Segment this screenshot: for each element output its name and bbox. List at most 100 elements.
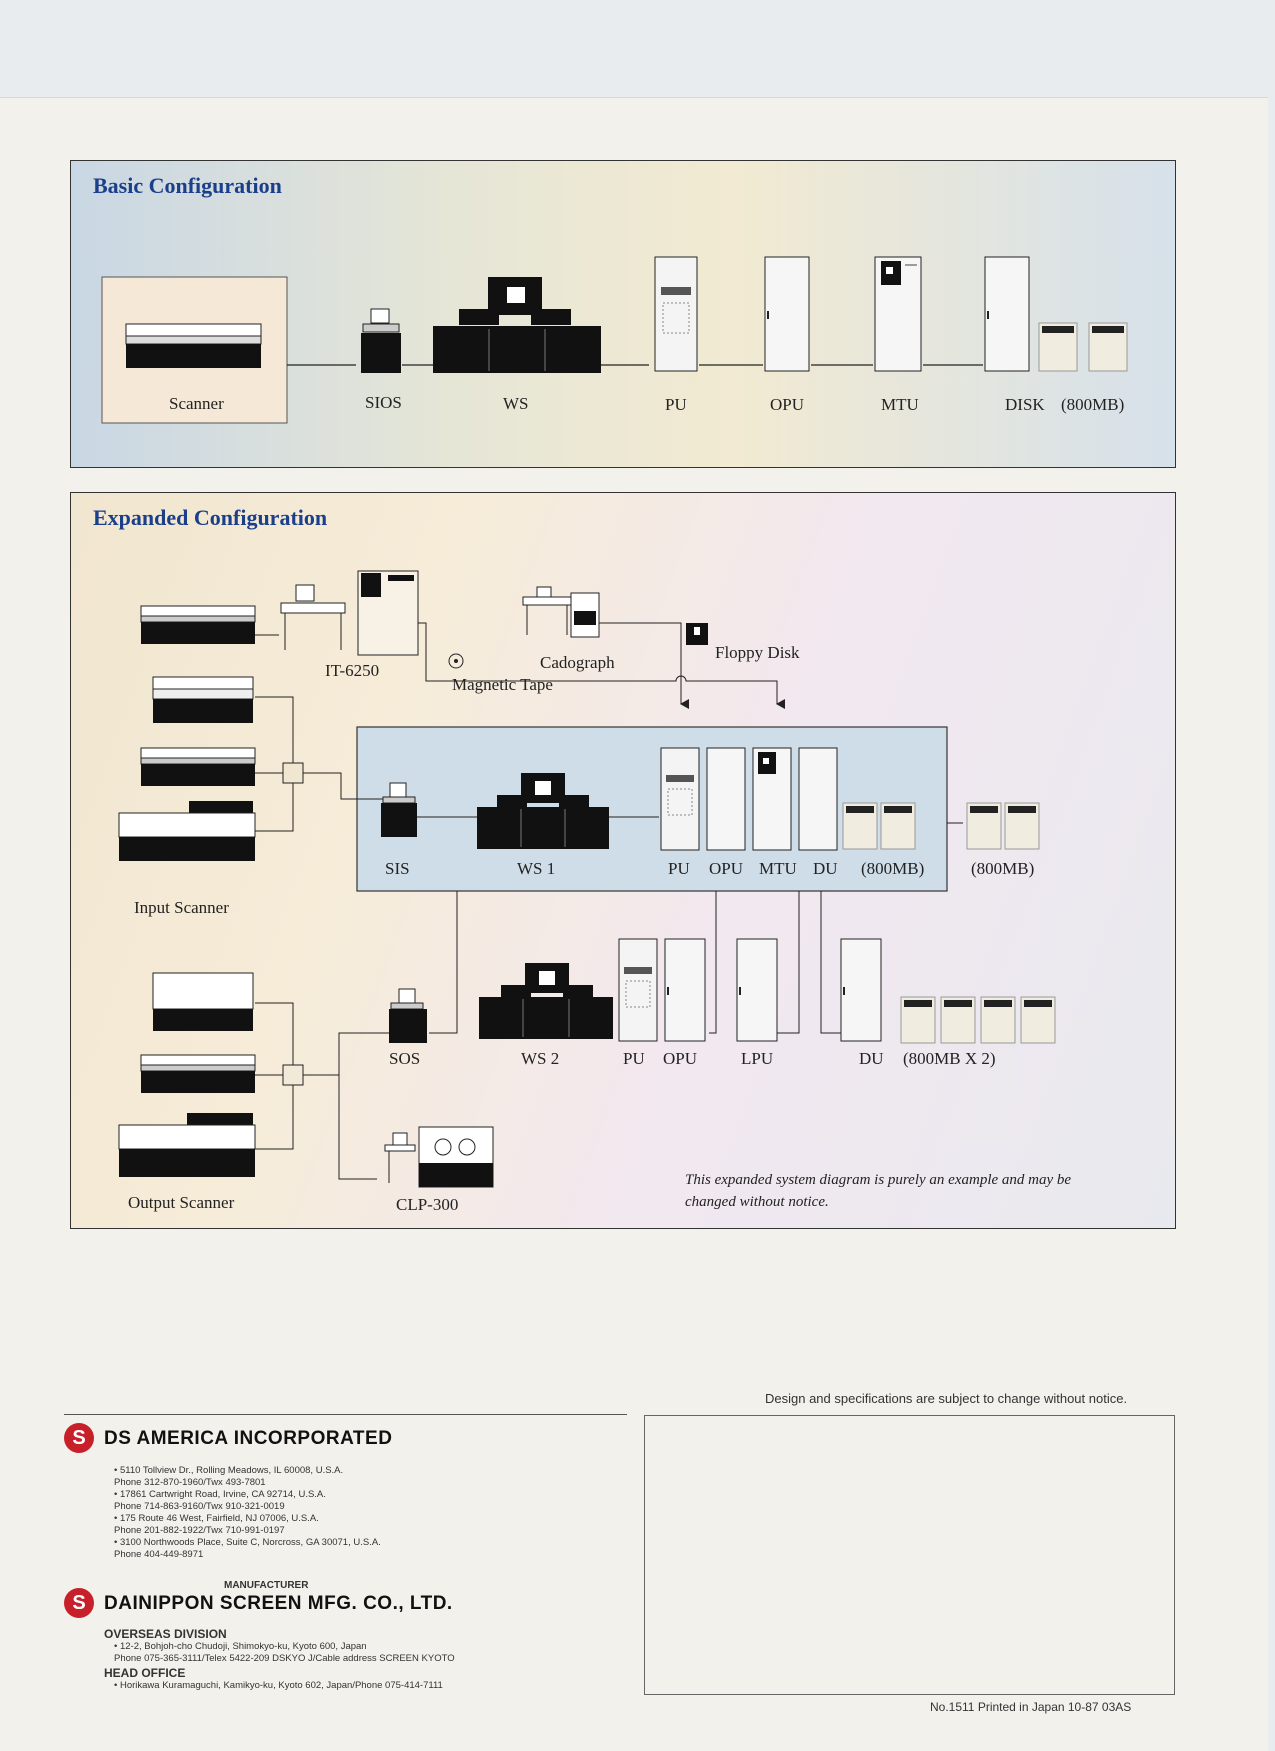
output-scanner-label: Output Scanner [128, 1193, 235, 1212]
disk-device-icon [984, 256, 1030, 372]
print-info: No.1511 Printed in Japan 10-87 03AS [930, 1700, 1132, 1714]
footer-divider [64, 1414, 627, 1415]
scanner-device-icon [125, 323, 262, 368]
disk-pack-2-icons [966, 802, 1040, 850]
output-scanner-connectors [255, 1002, 389, 1180]
sis-label: SIS [385, 859, 410, 878]
ws-device-icon [433, 277, 601, 373]
expanded-note-line-1: This expanded system diagram is purely a… [685, 1172, 1072, 1188]
mtu-label: MTU [759, 859, 797, 878]
input-scanner-label: Input Scanner [134, 898, 229, 917]
overseas-division-title: OVERSEAS DIVISION [104, 1627, 227, 1641]
sis-icon [381, 782, 417, 837]
lpu-label: LPU [741, 1049, 774, 1068]
pu-label: PU [665, 395, 687, 414]
du2-label: DU [859, 1049, 884, 1068]
expanded-configuration-panel: Expanded Configuration [70, 492, 1176, 1229]
pu-device-icon [654, 256, 698, 372]
pu1-label: PU [668, 859, 690, 878]
ws2-icon [479, 963, 613, 1039]
address-line: Phone 312-870-1960/Twx 493-7801 [114, 1477, 266, 1488]
sios-label: SIOS [365, 393, 402, 412]
basic-configuration-diagram [101, 256, 1128, 424]
expanded-configuration-title: Expanded Configuration [93, 505, 328, 530]
dainippon-name: DAINIPPON SCREEN MFG. CO., LTD. [104, 1593, 453, 1614]
address-line: • 17861 Cartwright Road, Irvine, CA 9271… [114, 1489, 326, 1500]
expanded-note: This expanded system diagram is purely a… [685, 1169, 1071, 1213]
address-line: • 5110 Tollview Dr., Rolling Meadows, IL… [114, 1465, 344, 1476]
mtu-icon [752, 747, 792, 851]
pu1-icon [660, 747, 700, 851]
du1-icon [798, 747, 838, 851]
lpu-icon [736, 938, 778, 1042]
du1-label: DU [813, 859, 838, 878]
disk-pack-1-icons [842, 802, 916, 850]
input-scanner-connectors [255, 696, 397, 832]
opu2-icon [664, 938, 706, 1042]
specifications-disclaimer: Design and specifications are subject to… [765, 1391, 1128, 1406]
input-scanner-2-icon [140, 747, 256, 786]
ws1-label: WS 1 [517, 859, 556, 878]
address-line: Phone 201-882-1922/Twx 710-991-0197 [114, 1525, 285, 1536]
output-scanner-2-icon [140, 1054, 256, 1093]
capacity-3-label: (800MB X 2) [903, 1049, 996, 1068]
sos-icon [389, 988, 427, 1043]
capacity-1-label: (800MB) [861, 859, 925, 878]
ds-america-addresses: • 5110 Tollview Dr., Rolling Meadows, IL… [114, 1465, 381, 1561]
opu1-icon [706, 747, 746, 851]
it6250-label: IT-6250 [325, 661, 380, 680]
sios-device-icon [361, 308, 401, 373]
floppy-disk-label: Floppy Disk [715, 643, 800, 662]
ds-america-name: DS AMERICA INCORPORATED [104, 1428, 393, 1449]
opu-device-icon [764, 256, 810, 372]
address-line: Phone 714-863-9160/Twx 910-321-0019 [114, 1501, 285, 1512]
input-scanner-1-icon [152, 676, 254, 723]
output-scanner-1-icon [152, 972, 254, 1031]
address-line: Phone 404-449-8971 [114, 1549, 204, 1560]
opu2-label: OPU [663, 1049, 698, 1068]
opu1-label: OPU [709, 859, 744, 878]
pu2-label: PU [623, 1049, 645, 1068]
dainippon-logo-icon: S [64, 1588, 94, 1618]
address-line: • 12-2, Bohjoh-cho Chudoji, Shimokyo-ku,… [114, 1641, 367, 1652]
mtu-device-icon [874, 256, 922, 372]
it6250-terminal-icon [280, 570, 419, 656]
pu2-icon [618, 938, 658, 1042]
capacity-2-label: (800MB) [971, 859, 1035, 878]
cadograph-label: Cadograph [540, 653, 615, 672]
ws2-label: WS 2 [521, 1049, 560, 1068]
clp300-label: CLP-300 [396, 1195, 459, 1214]
address-line: Phone 075-365-3111/Telex 5422-209 DSKYO … [114, 1653, 455, 1664]
basic-configuration-title: Basic Configuration [93, 173, 282, 198]
head-office-address: • Horikawa Kuramaguchi, Kamikyo-ku, Kyot… [114, 1680, 443, 1692]
cadograph-icon [522, 586, 600, 638]
disk-label: DISK [1005, 395, 1045, 414]
disk-pack-icons [1038, 322, 1128, 372]
du2-icon [840, 938, 882, 1042]
disk-pack-3-icons [900, 996, 1056, 1044]
ws1-icon [477, 773, 609, 849]
magnetic-tape-reel-icon [448, 653, 464, 669]
address-line: • Horikawa Kuramaguchi, Kamikyo-ku, Kyot… [114, 1680, 443, 1691]
basic-configuration-panel: Basic Configuration [70, 160, 1176, 468]
clp300-icon [384, 1126, 494, 1188]
sos-label: SOS [389, 1049, 421, 1068]
magnetic-tape-label: Magnetic Tape [452, 675, 553, 694]
it6250-scanner-icon [140, 605, 256, 644]
address-line: • 3100 Northwoods Place, Suite C, Norcro… [114, 1537, 381, 1548]
manufacturer-label: MANUFACTURER [224, 1580, 309, 1591]
address-line: • 175 Route 46 West, Fairfield, NJ 07006… [114, 1513, 319, 1524]
head-office-title: HEAD OFFICE [104, 1666, 186, 1680]
overseas-division-address: • 12-2, Bohjoh-cho Chudoji, Shimokyo-ku,… [114, 1641, 455, 1665]
expanded-configuration-diagram [118, 570, 1056, 1188]
scanner-label: Scanner [169, 394, 224, 413]
ds-america-logo-icon: S [64, 1423, 94, 1453]
output-scanner-3-icon [118, 1113, 256, 1177]
expanded-note-line-2: changed without notice. [685, 1194, 829, 1210]
opu-label: OPU [770, 395, 805, 414]
input-scanner-3-icon [118, 801, 256, 861]
mtu-label: MTU [881, 395, 919, 414]
ws-label: WS [503, 394, 529, 413]
disk-capacity-label: (800MB) [1061, 395, 1125, 414]
dealer-stamp-box [644, 1415, 1175, 1695]
